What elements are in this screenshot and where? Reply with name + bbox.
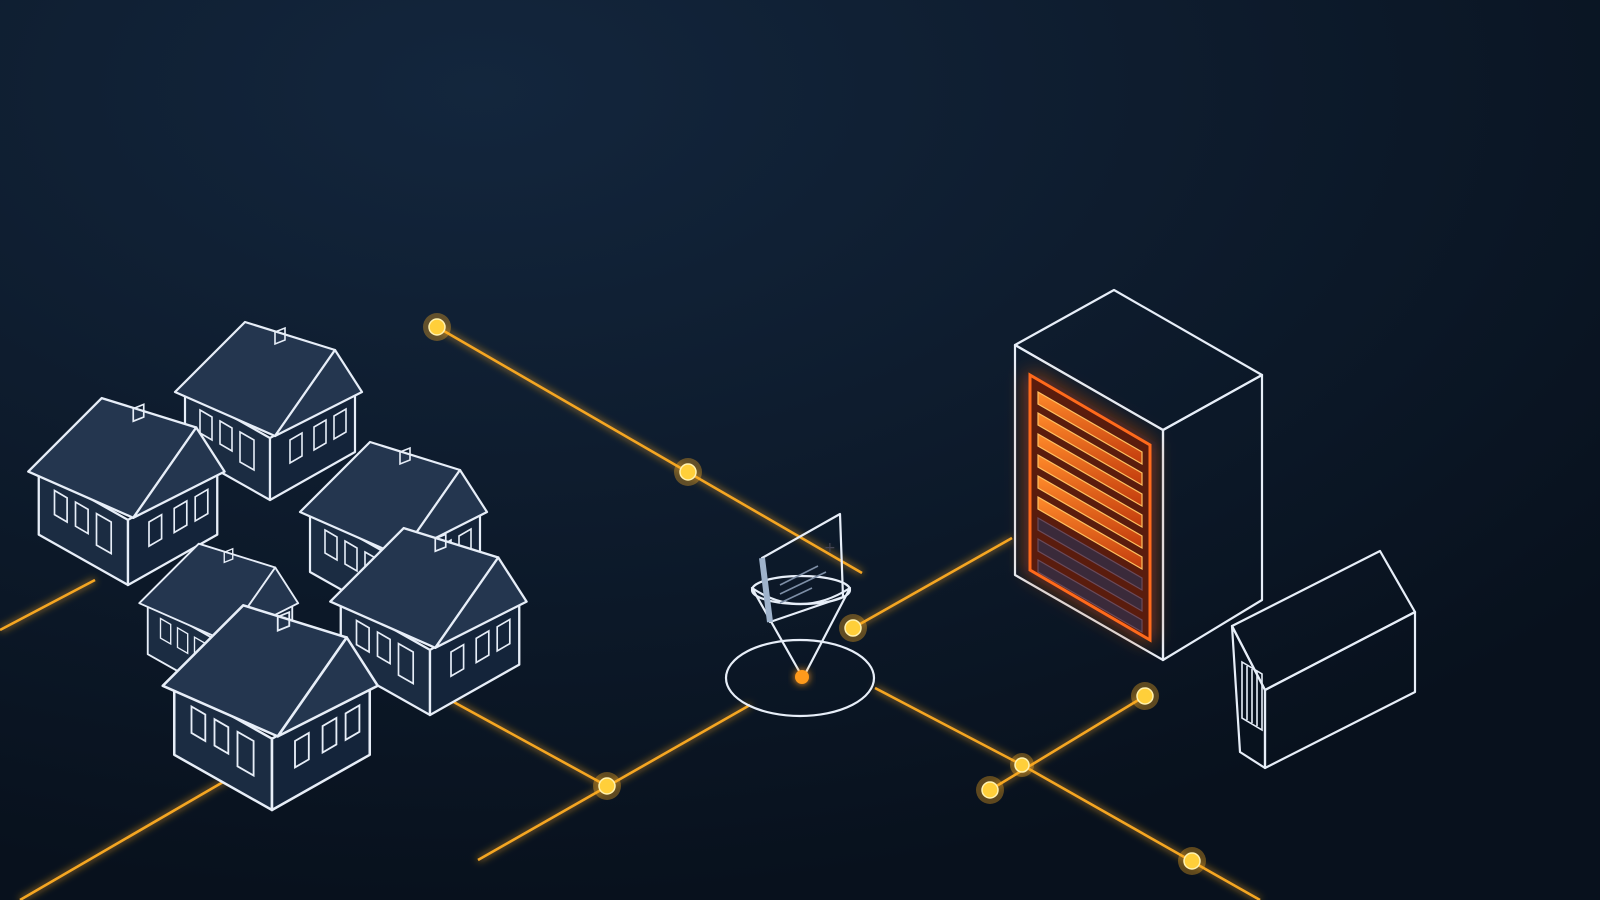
node — [839, 614, 867, 642]
warehouse-icon — [1230, 549, 1417, 770]
node — [1010, 753, 1034, 777]
server-slot — [1037, 558, 1143, 634]
house-cluster — [27, 320, 528, 812]
wire-top-to-funnel — [436, 325, 863, 575]
house-front — [161, 604, 380, 812]
server-slot — [1037, 516, 1143, 592]
house-top — [173, 320, 364, 502]
server-slot — [1037, 453, 1143, 529]
server-slot — [1037, 537, 1143, 613]
document-icon: + — [759, 512, 845, 624]
wire-funnel-to-junction — [874, 686, 1023, 767]
wire-junction-to-warehouse — [989, 694, 1146, 792]
connection-wires — [0, 325, 1261, 900]
server-slots — [1037, 390, 1143, 634]
server-slot — [1037, 474, 1143, 550]
server-slot — [1037, 411, 1143, 487]
server-slot — [1037, 495, 1143, 571]
node — [1178, 847, 1206, 875]
node — [1131, 682, 1159, 710]
node — [976, 776, 1004, 804]
server-slot — [1037, 390, 1143, 466]
node — [593, 772, 621, 800]
wire-houses-to-node — [449, 698, 608, 788]
wire-junction-down — [1021, 763, 1261, 900]
node — [423, 313, 451, 341]
wire-funnel-to-server — [852, 536, 1013, 630]
funnel-icon: + — [724, 512, 876, 718]
wire-bottom-left — [19, 776, 231, 900]
wire-left-edge — [0, 578, 96, 632]
node — [674, 458, 702, 486]
svg-text:+: + — [824, 540, 836, 556]
server-icon — [1013, 288, 1264, 662]
connection-nodes — [423, 313, 1206, 875]
house-left — [27, 396, 226, 587]
server-slot — [1037, 432, 1143, 508]
